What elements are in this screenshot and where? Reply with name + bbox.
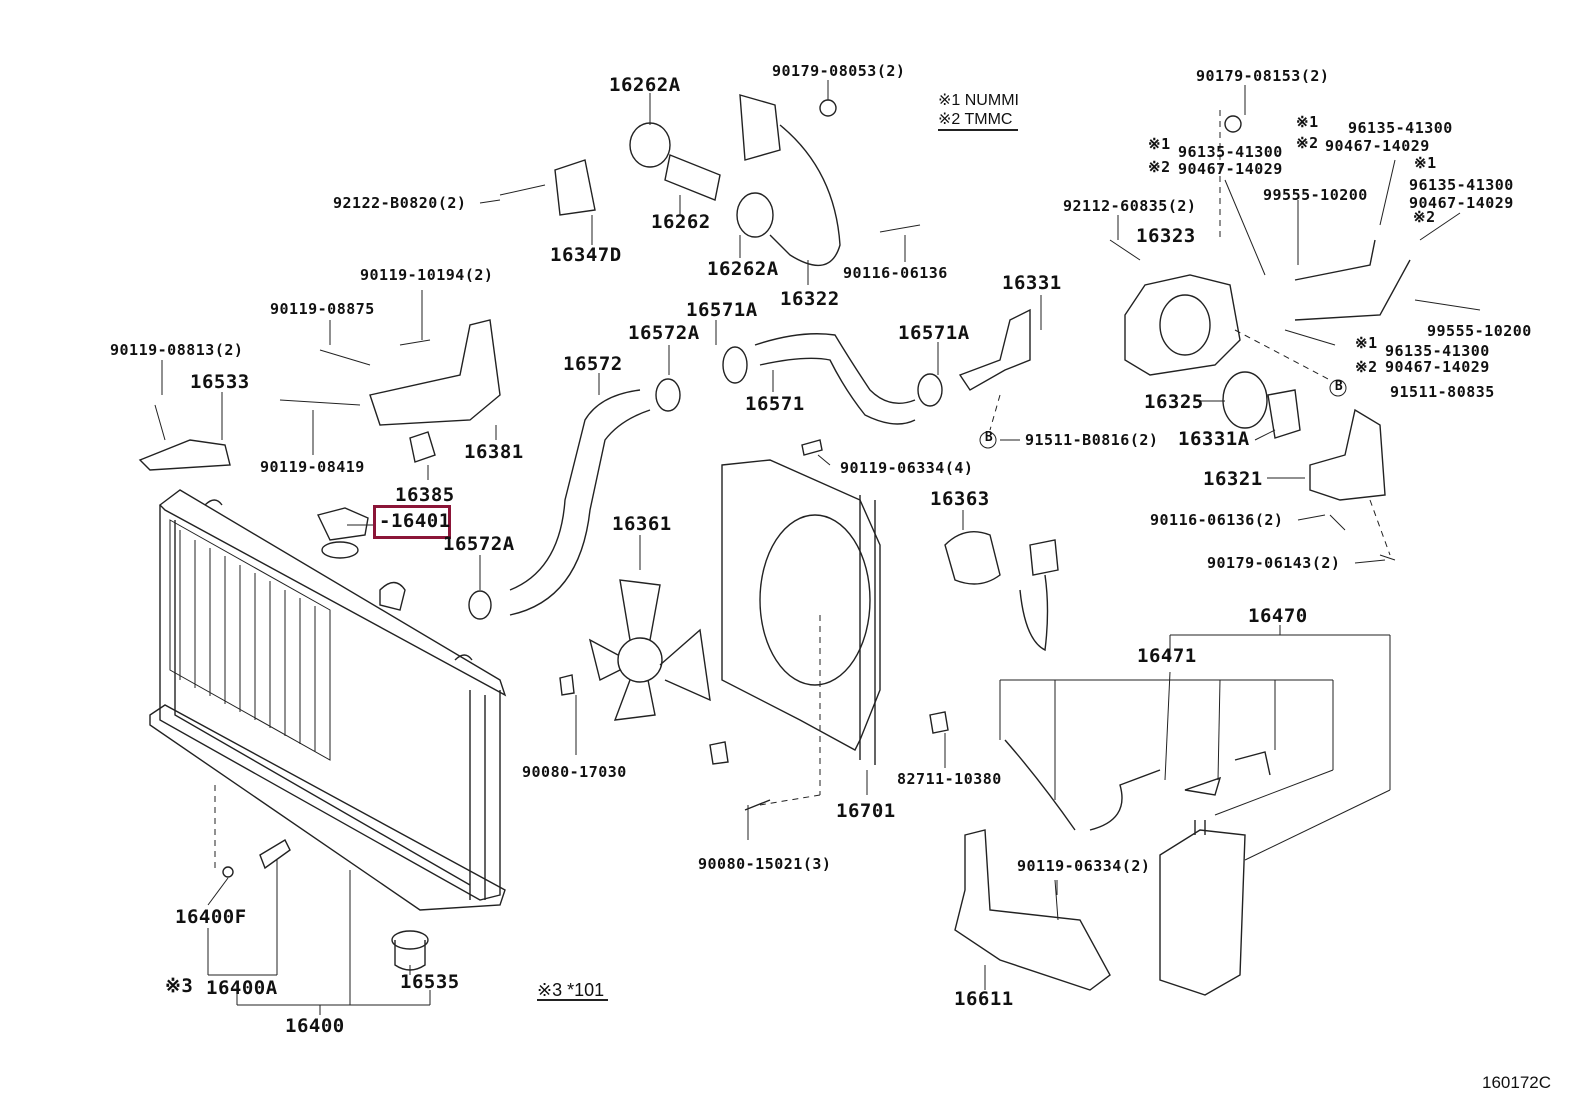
note-marker-1: ※1 <box>1296 113 1319 131</box>
fan-shroud-drawing <box>721 459 881 751</box>
water-pipe-drawing <box>739 94 841 267</box>
part-label-16321[interactable]: 16321 <box>1203 468 1263 490</box>
part-label-96135-41300[interactable]: 96135-41300 <box>1178 143 1283 161</box>
bypass-hoses-drawing <box>1294 239 1411 321</box>
water-outlet-drawing <box>958 308 1031 391</box>
upper-hose-drawing <box>754 333 916 425</box>
note-marker-2: ※2 <box>1148 158 1171 176</box>
part-label-16262[interactable]: 16262 <box>651 211 711 233</box>
part-label-90179-08153[interactable]: 90179-08153(2) <box>1196 67 1330 85</box>
note-marker-1: ※1 <box>1355 334 1378 352</box>
diagram-id: 160172C <box>1482 1073 1552 1092</box>
part-label-16701[interactable]: 16701 <box>836 800 896 822</box>
part-label-90080-15021[interactable]: 90080-15021(3) <box>698 855 832 873</box>
part-label-90467-14029[interactable]: 90467-14029 <box>1178 160 1283 178</box>
part-label-16262A[interactable]: 16262A <box>707 258 779 280</box>
water-inlet-16321-drawing <box>1309 408 1386 501</box>
part-label-90119-06334-2[interactable]: 90119-06334(2) <box>1017 857 1151 875</box>
part-label-99555-10200[interactable]: 99555-10200 <box>1263 186 1368 204</box>
part-label-16381[interactable]: 16381 <box>464 441 524 463</box>
part-label-16385[interactable]: 16385 <box>395 484 455 506</box>
throttle-body-drawing <box>1124 274 1241 376</box>
part-label-96135-41300[interactable]: 96135-41300 <box>1385 342 1490 360</box>
part-label-16533[interactable]: 16533 <box>190 371 250 393</box>
part-label-90467-14029[interactable]: 90467-14029 <box>1409 194 1514 212</box>
part-label-90080-17030[interactable]: 90080-17030 <box>522 763 627 781</box>
radiator-cap-drawing <box>317 507 369 541</box>
part-label-16401[interactable]: -16401 <box>379 510 451 532</box>
part-label-16571A[interactable]: 16571A <box>898 322 970 344</box>
part-label-91511-80835[interactable]: 91511-80835 <box>1390 383 1495 401</box>
part-label-16361[interactable]: 16361 <box>612 513 672 535</box>
part-label-92112-60835[interactable]: 92112-60835(2) <box>1063 197 1197 215</box>
dashed-leader-lines <box>214 110 1391 870</box>
part-label-16400[interactable]: 16400 <box>285 1015 345 1037</box>
part-label-16535[interactable]: 16535 <box>400 971 460 993</box>
highlighted-part-box <box>373 505 451 539</box>
note-marker-1: ※1 <box>1414 154 1437 172</box>
part-label-90119-08813[interactable]: 90119-08813(2) <box>110 341 244 359</box>
note-marker-2: ※2 <box>1413 208 1436 226</box>
part-label-90119-10194[interactable]: 90119-10194(2) <box>360 266 494 284</box>
part-label-90467-14029[interactable]: 90467-14029 <box>1325 137 1430 155</box>
part-label-90119-08875[interactable]: 90119-08875 <box>270 300 375 318</box>
part-label-16325[interactable]: 16325 <box>1144 391 1204 413</box>
part-label-90179-08053[interactable]: 90179-08053(2) <box>772 62 906 80</box>
part-label-16572A[interactable]: 16572A <box>628 322 700 344</box>
part-label-16262A[interactable]: 16262A <box>609 74 681 96</box>
gasket-16347D-drawing <box>554 159 596 216</box>
part-label-96135-41300[interactable]: 96135-41300 <box>1348 119 1453 137</box>
part-label-90119-08419[interactable]: 90119-08419 <box>260 458 365 476</box>
bolt-marker-b: B <box>984 430 994 445</box>
bracket-16381-drawing <box>369 319 501 426</box>
note-marker-2: ※2 <box>1296 134 1319 152</box>
leader-lines <box>161 80 1481 1015</box>
fan-16361-drawing <box>588 579 711 721</box>
part-label-16470[interactable]: 16470 <box>1248 605 1308 627</box>
part-label-16572[interactable]: 16572 <box>563 353 623 375</box>
part-label-16331A[interactable]: 16331A <box>1178 428 1250 450</box>
part-label-16331[interactable]: 16331 <box>1002 272 1062 294</box>
part-label-91511-B0816[interactable]: 91511-B0816(2) <box>1025 431 1159 449</box>
bracket-16611-drawing <box>954 829 1111 991</box>
hose-16262-drawing <box>664 154 721 201</box>
legend-note-1: ※1 NUMMI <box>938 92 1019 109</box>
note-marker-3: ※3 <box>165 975 194 997</box>
part-label-16571A[interactable]: 16571A <box>686 299 758 321</box>
part-label-16363[interactable]: 16363 <box>930 488 990 510</box>
part-label-16347D[interactable]: 16347D <box>550 244 622 266</box>
bracket-16533-drawing <box>138 439 231 471</box>
thermostat-drawing <box>1267 389 1301 439</box>
part-label-99555-10200[interactable]: 99555-10200 <box>1427 322 1532 340</box>
radiator-drawing <box>149 489 507 971</box>
part-label-16400A[interactable]: 16400A <box>206 977 278 999</box>
reservoir-hose-drawing <box>1004 739 1161 831</box>
part-label-16323[interactable]: 16323 <box>1136 225 1196 247</box>
part-label-16400F[interactable]: 16400F <box>175 906 247 928</box>
legend-note-3: ※3 *101 <box>537 981 609 1001</box>
note-marker-2: ※2 <box>1355 358 1378 376</box>
part-label-90116-06136-2[interactable]: 90116-06136(2) <box>1150 511 1284 529</box>
part-label-16571[interactable]: 16571 <box>745 393 805 415</box>
part-label-92122-B0820[interactable]: 92122-B0820(2) <box>333 194 467 212</box>
legend-note-2: ※2 TMMC <box>938 111 1019 131</box>
bolt-marker-b: B <box>1334 379 1344 394</box>
part-label-16572A[interactable]: 16572A <box>443 533 515 555</box>
note-marker-1: ※1 <box>1148 135 1171 153</box>
radiator-inlet-hose-drawing <box>509 389 651 616</box>
gasket-16325-drawing <box>1222 371 1268 429</box>
fan-motor-drawing <box>944 531 1059 585</box>
part-label-16611[interactable]: 16611 <box>954 988 1014 1010</box>
part-label-82711-10380[interactable]: 82711-10380 <box>897 770 1002 788</box>
part-label-16471[interactable]: 16471 <box>1137 645 1197 667</box>
part-label-96135-41300[interactable]: 96135-41300 <box>1409 176 1514 194</box>
part-label-90119-06334-4[interactable]: 90119-06334(4) <box>840 459 974 477</box>
part-label-90116-06136[interactable]: 90116-06136 <box>843 264 948 282</box>
part-label-16322[interactable]: 16322 <box>780 288 840 310</box>
part-label-90467-14029[interactable]: 90467-14029 <box>1385 358 1490 376</box>
part-label-90179-06143[interactable]: 90179-06143(2) <box>1207 554 1341 572</box>
reservoir-tank-drawing <box>1159 829 1246 996</box>
